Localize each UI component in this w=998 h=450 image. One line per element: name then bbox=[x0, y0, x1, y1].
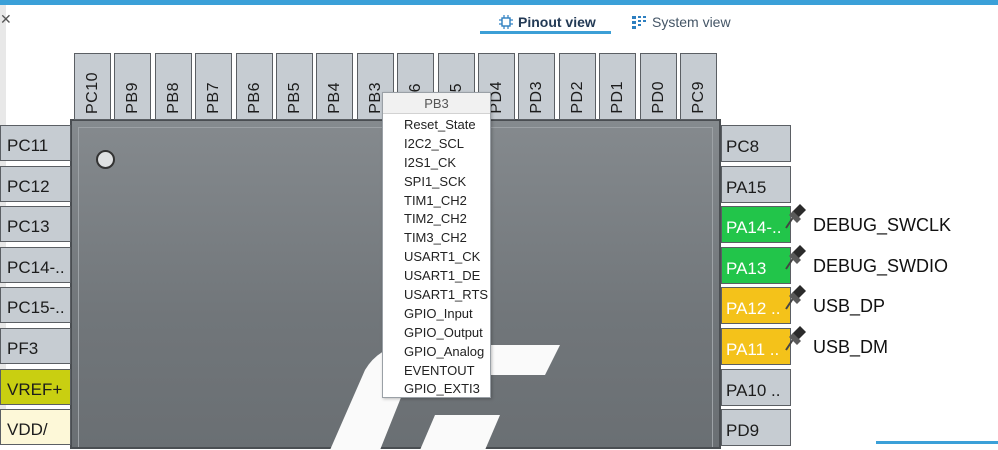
top-pin-label: PD3 bbox=[528, 81, 546, 114]
top-accent-bar bbox=[0, 0, 998, 5]
right-pin[interactable]: PA14-.. bbox=[721, 206, 791, 244]
signal-label: USB_DM bbox=[813, 337, 889, 357]
signal-label: DEBUG_SWDIO bbox=[813, 255, 949, 276]
tab-system-view-label: System view bbox=[652, 14, 731, 30]
popup-menu-item[interactable]: TIM3_CH2 bbox=[404, 230, 467, 246]
popup-menu-item[interactable]: I2C2_SCL bbox=[404, 135, 464, 151]
top-pin-label: PB9 bbox=[124, 82, 142, 114]
popup-menu-item[interactable]: USART1_CK bbox=[404, 249, 481, 265]
left-pin[interactable]: VREF+ bbox=[0, 368, 71, 405]
popup-menu-item[interactable]: USART1_RTS bbox=[404, 287, 489, 303]
left-pin[interactable]: PC14-.. bbox=[0, 246, 71, 283]
top-pin-label: PC9 bbox=[690, 81, 707, 114]
popup-menu-item[interactable]: I2S1_CK bbox=[404, 154, 457, 170]
top-pin-label: PB6 bbox=[245, 82, 263, 114]
pin1-marker bbox=[96, 150, 115, 169]
right-pin[interactable]: PA13 bbox=[721, 246, 791, 284]
active-tab-underline bbox=[480, 31, 611, 34]
popup-menu-item[interactable]: Reset_State bbox=[404, 117, 476, 132]
right-pin[interactable]: PA12 .. bbox=[721, 287, 791, 325]
left-pin[interactable]: VDD/ bbox=[0, 409, 71, 446]
right-pin[interactable]: PC8 bbox=[721, 125, 791, 162]
pushpin-icon bbox=[785, 204, 806, 229]
grid-icon bbox=[632, 15, 646, 29]
tab-pinout-view-label: Pinout view bbox=[518, 14, 596, 30]
pushpin-icon bbox=[785, 326, 806, 351]
top-pin-label: PB8 bbox=[164, 82, 182, 114]
top-pin-label: PC10 bbox=[84, 71, 101, 114]
bottom-accent-line bbox=[876, 441, 998, 444]
popup-menu-item[interactable]: GPIO_Output bbox=[404, 324, 483, 340]
right-pin[interactable]: PA15 bbox=[721, 165, 791, 203]
tab-system-view[interactable]: System view bbox=[632, 8, 731, 36]
close-icon[interactable]: ✕ bbox=[0, 11, 12, 27]
signal-label: DEBUG_SWCLK bbox=[813, 215, 952, 236]
top-pin[interactable]: PB9 bbox=[114, 53, 152, 120]
top-pin[interactable]: PD0 bbox=[639, 53, 677, 120]
popup-menu-item[interactable]: SPI1_SCK bbox=[404, 173, 467, 189]
top-pin[interactable]: PC9 bbox=[680, 53, 717, 120]
pushpin-icon bbox=[785, 285, 806, 310]
left-pin[interactable]: PC12 bbox=[0, 165, 71, 202]
pushpin-icon bbox=[785, 244, 806, 270]
right-pin[interactable]: PD9 bbox=[721, 409, 791, 447]
top-pin-label: PD1 bbox=[609, 81, 627, 114]
top-pin[interactable]: PD2 bbox=[558, 53, 596, 120]
popup-menu-item[interactable]: GPIO_Analog bbox=[404, 343, 485, 359]
left-pin[interactable]: PC15-.. bbox=[0, 287, 71, 324]
top-pin-label: PD0 bbox=[649, 81, 667, 114]
left-pin[interactable]: PC13 bbox=[0, 206, 71, 243]
top-pin[interactable]: PD1 bbox=[599, 53, 637, 120]
top-pin[interactable]: PB7 bbox=[195, 53, 233, 120]
top-pin[interactable]: PC10 bbox=[74, 53, 111, 120]
popup-menu-item[interactable]: TIM2_CH2 bbox=[404, 211, 467, 227]
right-pin[interactable]: PA10 .. bbox=[721, 368, 791, 406]
right-pin[interactable]: PA11 .. bbox=[721, 328, 791, 365]
signal-label: USB_DP bbox=[813, 296, 886, 317]
popup-menu-item[interactable]: TIM1_CH2 bbox=[404, 192, 467, 208]
popup-title: PB3 bbox=[383, 93, 490, 114]
popup-menu-item[interactable]: GPIO_Input bbox=[404, 305, 473, 321]
top-pin-label: PB7 bbox=[205, 82, 223, 114]
top-pin[interactable]: PB4 bbox=[316, 53, 354, 120]
left-pin[interactable]: PF3 bbox=[0, 328, 71, 364]
top-pin-label: PB5 bbox=[286, 82, 303, 114]
tab-pinout-view[interactable]: Pinout view bbox=[499, 8, 596, 36]
popup-menu-item[interactable]: USART1_DE bbox=[404, 268, 481, 284]
left-pin[interactable]: PC11 bbox=[0, 125, 71, 161]
top-pin[interactable]: PB6 bbox=[235, 53, 273, 120]
top-pin[interactable]: PB8 bbox=[154, 53, 192, 120]
top-pin-label: PB4 bbox=[326, 82, 344, 114]
popup-menu-item[interactable]: GPIO_EXTI3 bbox=[404, 381, 480, 397]
top-pin[interactable]: PB5 bbox=[276, 53, 313, 120]
popup-menu-item[interactable]: EVENTOUT bbox=[404, 362, 475, 378]
top-pin-label: PD2 bbox=[568, 81, 586, 114]
chip-icon bbox=[499, 15, 513, 29]
top-pin[interactable]: PD3 bbox=[518, 53, 556, 120]
